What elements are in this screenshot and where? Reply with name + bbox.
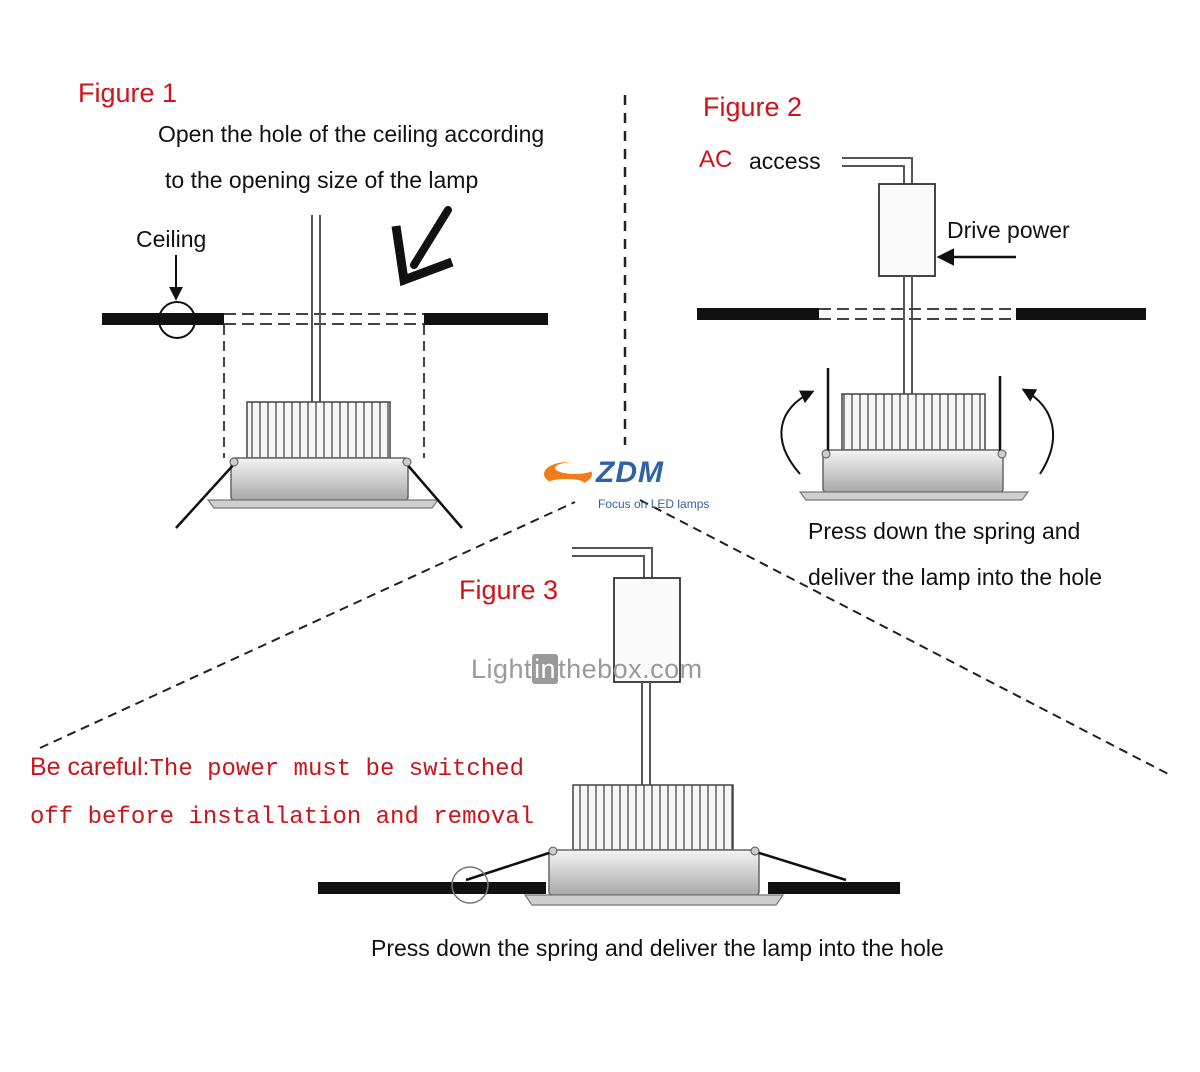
lightinthebox-watermark: Lightinthebox.com (471, 654, 703, 685)
lamp-body-fig1 (230, 457, 409, 501)
ceiling-slab-right-fig3 (768, 882, 900, 894)
warning-line1: Be careful:The power must be switched (30, 753, 524, 783)
drive-power-box-fig3 (613, 577, 681, 683)
zdm-brand: ZDM (596, 456, 664, 489)
zdm-tagline: Focus on LED lamps (598, 497, 710, 511)
figure3-title: Figure 3 (459, 575, 559, 605)
lamp-heatsink-fig2 (841, 393, 986, 451)
warning-line2: off before installation and removal (30, 804, 535, 831)
ceiling-slab-right (424, 313, 548, 325)
zdm-logo: ZDM (596, 456, 664, 490)
watermark-part2: in (532, 654, 559, 684)
access-label: access (749, 148, 821, 174)
watermark-part3: thebox (558, 654, 643, 684)
watermark-part4: .com (642, 654, 703, 684)
figure1-instruction-line1: Open the hole of the ceiling according (158, 121, 545, 147)
ac-label: AC (699, 146, 733, 173)
figure1-instruction-line2: to the opening size of the lamp (165, 167, 479, 193)
zdm-logo-mark (544, 462, 595, 487)
lamp-heatsink-fig1 (246, 401, 391, 459)
warning-text-line1: The power must be switched (149, 756, 524, 783)
divider-right-diagonal (639, 499, 1173, 777)
figure2-caption-line2: deliver the lamp into the hole (808, 564, 1103, 590)
divider-left-diagonal (39, 501, 576, 749)
figure2-caption-line1: Press down the spring and (808, 518, 1081, 544)
ceiling-slab-right-fig2 (1016, 308, 1146, 320)
lamp-body-fig3 (548, 849, 760, 896)
lamp-heatsink-fig3 (572, 784, 734, 851)
ceiling-highlight-circle (158, 301, 196, 339)
drive-power-label: Drive power (947, 217, 1070, 243)
figure3-caption: Press down the spring and deliver the la… (371, 935, 944, 961)
ceiling-label: Ceiling (136, 226, 207, 252)
figure2-drawing (697, 157, 1146, 501)
drive-power-box (878, 183, 936, 277)
ceiling-slab-left-fig2 (697, 308, 819, 320)
spring-highlight-circle (451, 866, 489, 904)
figure1-drawing (102, 206, 548, 529)
watermark-part1: Light (471, 654, 533, 684)
big-arrow-icon (391, 206, 454, 287)
ceiling-slab-left-fig3 (318, 882, 546, 894)
figure2-title: Figure 2 (703, 92, 803, 122)
figure3-drawing (318, 547, 900, 906)
ceiling-slab-left (102, 313, 224, 325)
figure1-title: Figure 1 (78, 78, 178, 108)
lamp-body-fig2 (822, 449, 1004, 493)
rotate-arrow-right-icon (1021, 388, 1054, 475)
warning-head: Be careful: (30, 753, 150, 781)
rotate-arrow-left-icon (780, 390, 815, 475)
